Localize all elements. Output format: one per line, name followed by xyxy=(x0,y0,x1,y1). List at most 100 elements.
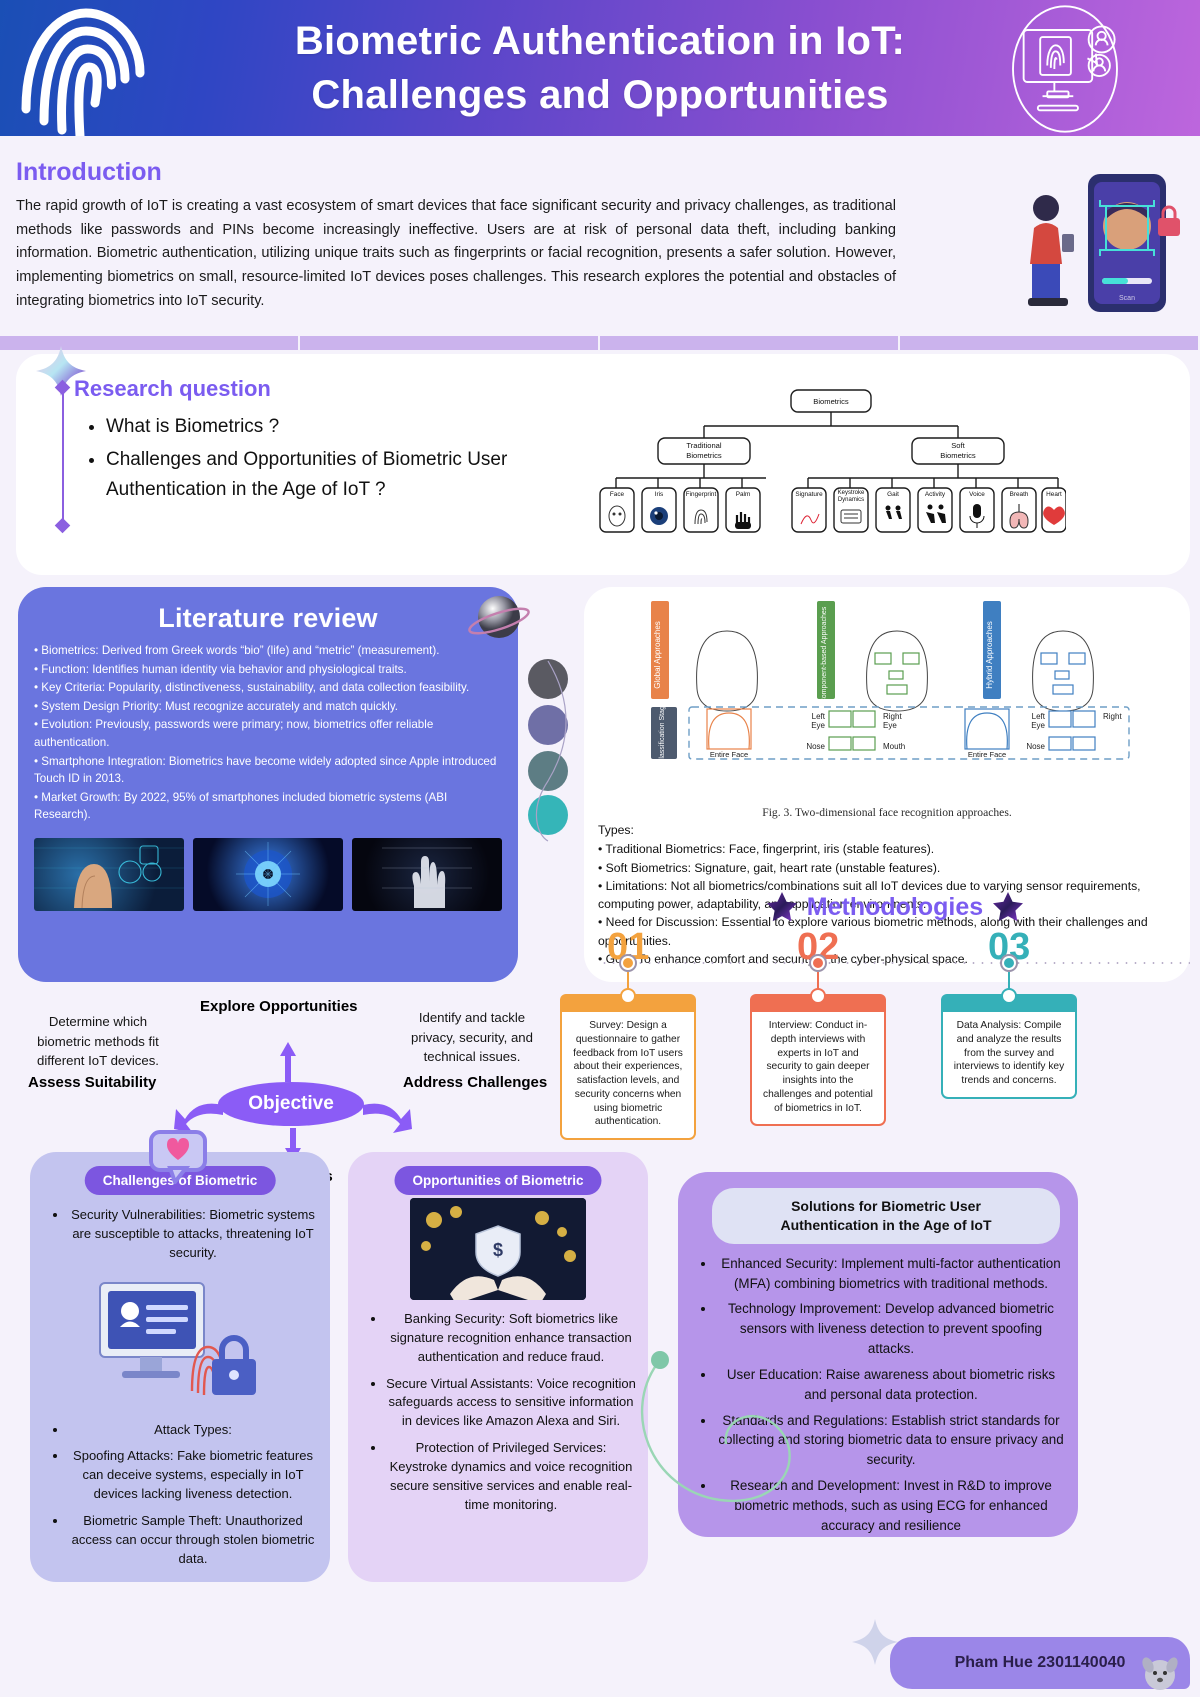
method-card-01: Survey: Design a questionnaire to gather… xyxy=(560,994,696,1141)
method-card-03: Data Analysis: Compile and analyze the r… xyxy=(941,994,1077,1099)
svg-text:Biometrics: Biometrics xyxy=(686,451,722,460)
research-question-section: Research question What is Biometrics ? C… xyxy=(16,346,1190,575)
page-title: Biometric Authentication in IoT: Challen… xyxy=(295,14,905,122)
stem-02 xyxy=(817,972,819,994)
svg-text:Voice: Voice xyxy=(969,491,985,498)
svg-text:Left: Left xyxy=(1032,712,1046,721)
svg-text:$: $ xyxy=(493,1240,503,1260)
list-item: Technology Improvement: Develop advanced… xyxy=(716,1299,1066,1358)
svg-text:Eye: Eye xyxy=(1031,721,1045,730)
introduction-heading: Introduction xyxy=(16,158,162,186)
types-point: • Need for Discussion: Essential to expl… xyxy=(598,915,1148,948)
solutions-heading-line2: Authentication in the Age of IoT xyxy=(780,1216,992,1233)
list-item: What is Biometrics ? xyxy=(106,412,596,441)
svg-text:Biometrics: Biometrics xyxy=(940,451,976,460)
svg-text:Fingerprint: Fingerprint xyxy=(686,491,717,498)
list-item: Secure Virtual Assistants: Voice recogni… xyxy=(386,1375,636,1432)
svg-text:Classification Stage: Classification Stage xyxy=(659,702,666,764)
svg-text:Breath: Breath xyxy=(1010,491,1029,498)
solutions-heading-line1: Solutions for Biometric User xyxy=(791,1198,981,1214)
methodologies-section: Methodologies 01 02 03 Survey: Design a … xyxy=(560,890,1190,1150)
timeline-dotted-line xyxy=(600,962,1190,964)
list-item: Biometric Sample Theft: Unauthorized acc… xyxy=(68,1512,318,1569)
person-phone-face-scan-illustration: Scan xyxy=(1028,174,1180,312)
solutions-card: Solutions for Biometric User Authenticat… xyxy=(678,1172,1078,1537)
svg-text:Nose: Nose xyxy=(806,742,825,751)
objective-title-opportunities: Explore Opportunities xyxy=(200,998,358,1016)
heart-chat-bubble-icon xyxy=(149,1130,207,1184)
band-segment xyxy=(300,336,600,350)
planet-icon xyxy=(468,596,530,638)
svg-text:Signature: Signature xyxy=(795,491,823,498)
svg-text:Scan: Scan xyxy=(1119,295,1135,302)
axis-diamond-bottom xyxy=(54,517,71,534)
svg-text:Right: Right xyxy=(883,712,902,721)
svg-text:Left: Left xyxy=(812,712,826,721)
types-point: • Limitations: Not all biometrics/combin… xyxy=(598,878,1141,912)
figure-caption: Fig. 3. Two-dimensional face recognition… xyxy=(762,806,1012,819)
research-question-heading: Research question xyxy=(74,376,271,401)
research-question-card: Research question What is Biometrics ? C… xyxy=(16,354,1190,575)
lit-point: • Key Criteria: Popularity, distinctiven… xyxy=(34,681,470,695)
list-item: Challenges and Opportunities of Biometri… xyxy=(106,445,596,504)
svg-text:Entire Face: Entire Face xyxy=(968,750,1006,759)
title-line-2: Challenges and Opportunities xyxy=(311,73,889,117)
svg-text:Face: Face xyxy=(610,491,625,498)
svg-text:Nose: Nose xyxy=(1026,742,1045,751)
author-badge: Pham Hue 2301140040 xyxy=(890,1637,1190,1689)
list-item: Attack Types: xyxy=(68,1421,318,1440)
star-icon xyxy=(993,892,1024,922)
lit-point: • Evolution: Previously, passwords were … xyxy=(34,718,434,750)
challenges-pill-label: Challenges of Biometric xyxy=(84,1166,276,1195)
solutions-heading: Solutions for Biometric User Authenticat… xyxy=(712,1188,1060,1244)
list-item: Banking Security: Soft biometrics like s… xyxy=(386,1310,636,1367)
bottom-cards-row: Challenges of Biometric Security Vulnera… xyxy=(0,1130,1200,1697)
card-knob-03 xyxy=(1001,988,1017,1004)
literature-review-heading: Literature review xyxy=(158,603,378,633)
svg-text:Iris: Iris xyxy=(655,491,664,498)
band-segment xyxy=(900,336,1200,350)
svg-text:Hybrid Approaches: Hybrid Approaches xyxy=(985,621,994,689)
svg-text:Palm: Palm xyxy=(736,491,751,498)
card-knob-01 xyxy=(620,988,636,1004)
svg-text:Entire Face: Entire Face xyxy=(710,750,748,759)
lit-point: • Smartphone Integration: Biometrics hav… xyxy=(34,754,497,786)
types-heading: Types: xyxy=(598,823,634,837)
objective-title-address: Address Challenges xyxy=(403,1074,548,1092)
axis-diamond-top xyxy=(54,379,71,396)
types-point: • Soft Biometrics: Signature, gait, hear… xyxy=(598,860,941,875)
svg-text:Component-based Approaches: Component-based Approaches xyxy=(821,606,828,703)
list-item: User Education: Raise awareness about bi… xyxy=(716,1365,1066,1405)
svg-text:Gait: Gait xyxy=(887,491,899,498)
svg-text:Global Approaches: Global Approaches xyxy=(653,621,662,689)
dot-connector xyxy=(535,660,567,842)
timeline-axis xyxy=(62,386,64,531)
poster-header: Biometric Authentication in IoT: Challen… xyxy=(0,0,1200,141)
literature-image-strip xyxy=(34,838,502,912)
svg-text:Dynamics: Dynamics xyxy=(838,497,864,503)
fingerprint-icon xyxy=(21,8,145,141)
taxonomy-root-label: Biometrics xyxy=(813,397,849,406)
computer-fingerprint-lock-illustration xyxy=(88,1273,272,1413)
stem-03 xyxy=(1008,972,1010,994)
objective-diagram: Determine which biometric methods fit di… xyxy=(18,990,578,1205)
challenges-bottom-list: Attack Types: Spoofing Attacks: Fake bio… xyxy=(42,1421,318,1569)
band-segment xyxy=(0,336,300,350)
timeline-dot-02 xyxy=(809,954,827,972)
timeline-dot-03 xyxy=(1000,954,1018,972)
stem-01 xyxy=(627,972,629,994)
svg-text:Keystroke: Keystroke xyxy=(838,490,865,496)
literature-review-card: Literature review • Biometrics: Derived … xyxy=(18,587,530,983)
literature-and-types-row: Literature review • Biometrics: Derived … xyxy=(18,587,1190,983)
method-card-02: Interview: Conduct in-depth interviews w… xyxy=(750,994,886,1127)
author-name: Pham Hue 2301140040 xyxy=(954,1654,1126,1671)
list-item: Spoofing Attacks: Fake biometric feature… xyxy=(68,1447,318,1504)
dot-circle xyxy=(528,705,568,745)
hand-palm-scan-photo xyxy=(352,838,502,912)
research-question-text-block: Research question What is Biometrics ? C… xyxy=(54,372,596,561)
svg-text:Mouth: Mouth xyxy=(883,742,905,751)
svg-text:Heart: Heart xyxy=(1046,491,1062,498)
research-question-list: What is Biometrics ? Challenges and Oppo… xyxy=(106,412,596,504)
list-item: Security Vulnerabilities: Biometric syst… xyxy=(68,1206,318,1263)
